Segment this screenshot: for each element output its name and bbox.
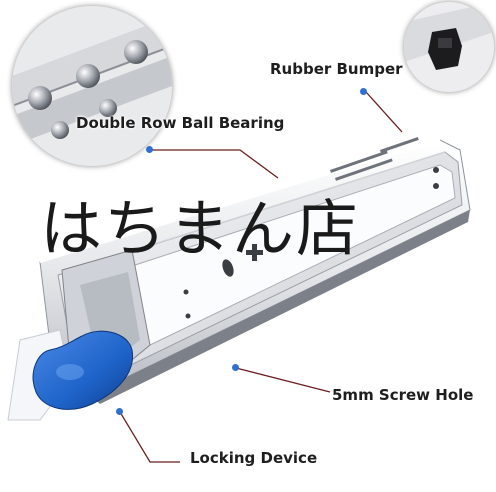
rubber-bumper-label: Rubber Bumper xyxy=(270,60,403,78)
locking-device-label: Locking Device xyxy=(190,449,318,467)
bearing-closeup-inset xyxy=(12,6,172,166)
screw-hole-marks xyxy=(183,167,439,319)
rubber-bumper-icon xyxy=(404,2,494,92)
screw-hole-label: 5mm Screw Hole xyxy=(332,386,474,404)
rubber-bumper-dot xyxy=(360,88,367,95)
bumper-closeup-inset xyxy=(404,2,494,92)
locking-device-dot xyxy=(116,408,123,415)
leader-lines xyxy=(119,91,403,463)
screw-hole-dot xyxy=(232,364,239,371)
shop-watermark: はちまん店 xyxy=(40,192,361,265)
bearing-slots xyxy=(330,136,419,181)
ball-bearing-label: Double Row Ball Bearing xyxy=(76,114,285,132)
ball-bearing-dot xyxy=(146,146,153,153)
ball-bearing-icon xyxy=(12,6,172,166)
